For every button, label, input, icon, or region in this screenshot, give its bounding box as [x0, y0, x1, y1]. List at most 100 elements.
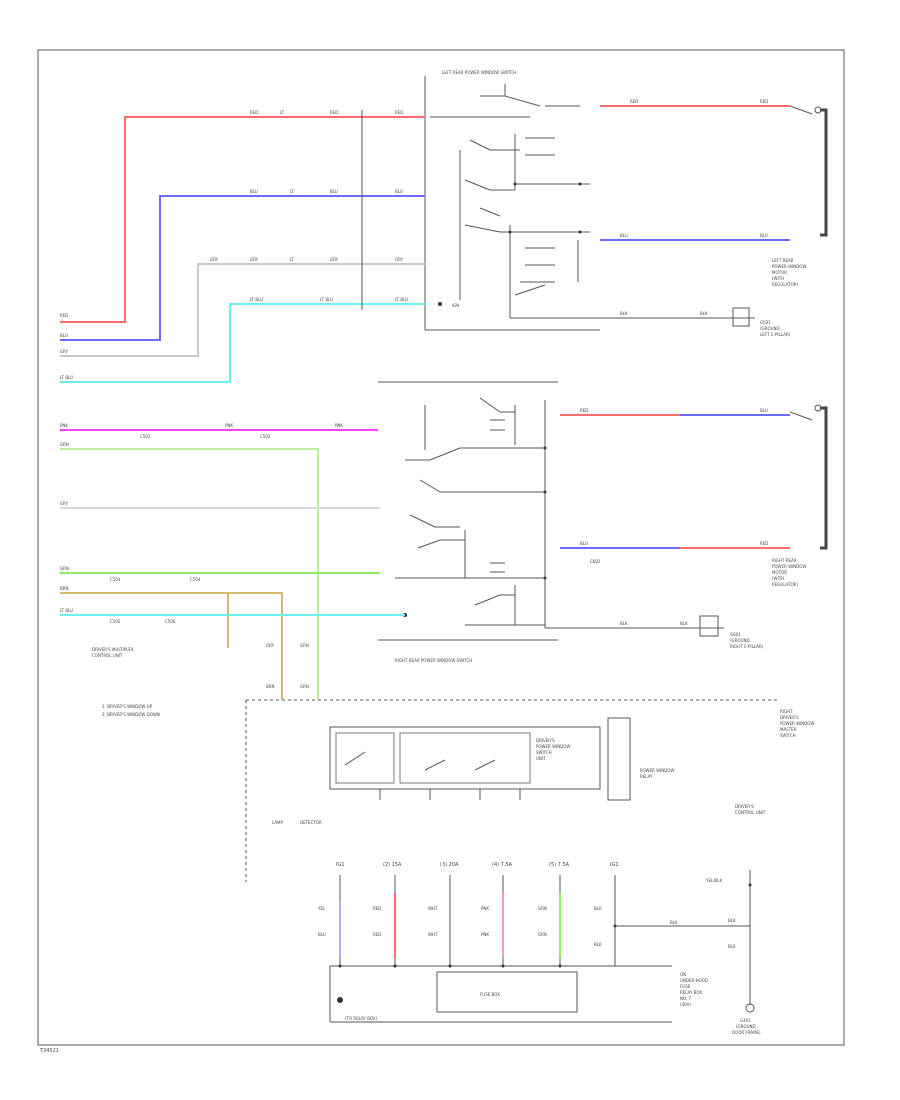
svg-text:RED: RED [630, 99, 638, 104]
left-switch-title: LEFT REAR POWER WINDOW SWITCH [442, 70, 516, 75]
svg-text:BLU: BLU [760, 408, 768, 413]
svg-text:GRN: GRN [300, 684, 309, 689]
svg-text:(WITH: (WITH [772, 576, 784, 581]
svg-text:BLU: BLU [250, 189, 258, 194]
svg-text:(5) 7.5A: (5) 7.5A [549, 862, 570, 868]
svg-text:RED: RED [330, 110, 338, 115]
svg-text:GRY: GRY [250, 257, 259, 262]
svg-text:LAMP: LAMP [272, 820, 284, 825]
svg-text:BLK: BLK [728, 918, 736, 923]
svg-text:BLK: BLK [594, 906, 602, 911]
svg-text:RIGHT: RIGHT [780, 709, 793, 714]
left-rear-motor [789, 105, 828, 237]
svg-text:RED: RED [250, 110, 258, 115]
svg-text:RED: RED [373, 932, 381, 937]
svg-text:LEFT REAR: LEFT REAR [772, 258, 794, 263]
svg-text:GRY: GRY [395, 257, 404, 262]
svg-text:BLK: BLK [728, 944, 736, 949]
svg-text:(2) 15A: (2) 15A [383, 862, 402, 868]
svg-text:GRN: GRN [300, 643, 309, 648]
svg-text:BLK: BLK [670, 920, 678, 925]
svg-text:RED: RED [760, 99, 768, 104]
svg-text:RED: RED [395, 110, 403, 115]
svg-text:G501: G501 [760, 320, 771, 325]
left-switch-contacts [430, 84, 600, 319]
svg-text:(TO RELAY BOX): (TO RELAY BOX) [345, 1016, 377, 1021]
fuse-box-label: FUSE BOX [480, 992, 500, 997]
power-window-relay-box [607, 717, 631, 801]
svg-text:BLU: BLU [620, 233, 628, 238]
svg-text:YEL/BLK: YEL/BLK [705, 878, 723, 883]
svg-text:POWER WINDOW: POWER WINDOW [780, 721, 814, 726]
svg-text:NO. 7: NO. 7 [680, 996, 692, 1001]
fuse-box-area [329, 870, 755, 1023]
svg-text:YEL: YEL [317, 906, 326, 911]
svg-text:C602: C602 [590, 559, 601, 564]
svg-text:G601: G601 [730, 632, 741, 637]
svg-text:RED: RED [580, 408, 588, 413]
svg-text:RED: RED [60, 313, 68, 318]
svg-text:RED: RED [373, 906, 381, 911]
svg-text:LT BLU: LT BLU [60, 375, 73, 380]
svg-text:GRY: GRY [330, 257, 339, 262]
svg-text:(40A): (40A) [680, 1002, 691, 1007]
svg-text:WHT: WHT [428, 932, 438, 937]
wire-gray-ign [60, 263, 425, 357]
wire-cyan-lock [60, 303, 425, 383]
svg-text:PNK: PNK [60, 423, 68, 428]
svg-text:DRIVER'S: DRIVER'S [735, 804, 754, 809]
svg-text:(GROUND,: (GROUND, [736, 1024, 757, 1029]
svg-text:IGN: IGN [452, 303, 459, 308]
svg-text:BLK: BLK [700, 311, 708, 316]
svg-text:MOTOR: MOTOR [772, 570, 787, 575]
right-switch-contacts [395, 397, 547, 626]
svg-text:2. DRIVER'S WINDOW DOWN: 2. DRIVER'S WINDOW DOWN [102, 712, 160, 717]
svg-text:POWER WINDOW: POWER WINDOW [536, 744, 570, 749]
svg-text:IG1: IG1 [336, 862, 345, 868]
svg-text:BRN: BRN [60, 586, 69, 591]
diagram-frame [37, 49, 845, 1046]
svg-text:BLK: BLK [680, 621, 688, 626]
svg-text:DRIVER'S: DRIVER'S [536, 738, 555, 743]
svg-text:1. DRIVER'S WINDOW UP: 1. DRIVER'S WINDOW UP [102, 704, 153, 709]
svg-text:C501: C501 [140, 434, 151, 439]
svg-text:LEFT C-PILLAR): LEFT C-PILLAR) [760, 332, 791, 337]
svg-text:PNK: PNK [225, 423, 233, 428]
svg-text:BLK: BLK [620, 311, 628, 316]
svg-text:GRN: GRN [538, 932, 547, 937]
svg-text:IG1: IG1 [610, 862, 619, 868]
wire-blue-left-down [60, 195, 425, 341]
svg-text:UNDER-HOOD: UNDER-HOOD [680, 978, 708, 983]
svg-text:POWER WINDOW: POWER WINDOW [772, 564, 806, 569]
svg-text:REGULATOR): REGULATOR) [772, 282, 798, 287]
svg-text:C506: C506 [165, 619, 176, 624]
svg-text:POWER WINDOW: POWER WINDOW [640, 768, 674, 773]
svg-text:G401: G401 [740, 1018, 751, 1023]
svg-text:DRIVER'S MULTIPLEX: DRIVER'S MULTIPLEX [92, 647, 134, 652]
svg-text:RIGHT REAR: RIGHT REAR [772, 558, 797, 563]
svg-text:MOTOR: MOTOR [772, 270, 787, 275]
right-rear-motor [789, 404, 828, 550]
svg-text:CONTROL UNIT: CONTROL UNIT [92, 653, 123, 658]
svg-text:C502: C502 [260, 434, 271, 439]
right-ground-symbol [692, 615, 724, 637]
svg-text:C503: C503 [110, 577, 121, 582]
left-ground-symbol [725, 307, 755, 327]
svg-text:FUSE: FUSE [680, 984, 691, 989]
svg-text:RELAY: RELAY [640, 774, 653, 779]
svg-text:(4) 7.5A: (4) 7.5A [492, 862, 513, 868]
svg-text:C505: C505 [110, 619, 121, 624]
right-switch-title: RIGHT REAR POWER WINDOW SWITCH [395, 658, 472, 663]
svg-text:BLU: BLU [760, 233, 768, 238]
svg-text:REGULATOR): REGULATOR) [772, 582, 798, 587]
svg-text:UNIT: UNIT [536, 756, 546, 761]
wire-tan [60, 592, 283, 700]
svg-text:CONTROL UNIT: CONTROL UNIT [735, 810, 766, 815]
svg-text:LT: LT [290, 257, 295, 262]
svg-text:RELAY BOX: RELAY BOX [680, 990, 702, 995]
svg-text:DETECTOR: DETECTOR [300, 820, 322, 825]
master-switch-box [329, 726, 601, 790]
svg-text:LT BLU: LT BLU [250, 297, 263, 302]
svg-text:BLK: BLK [620, 621, 628, 626]
svg-text:GRY: GRY [210, 257, 219, 262]
